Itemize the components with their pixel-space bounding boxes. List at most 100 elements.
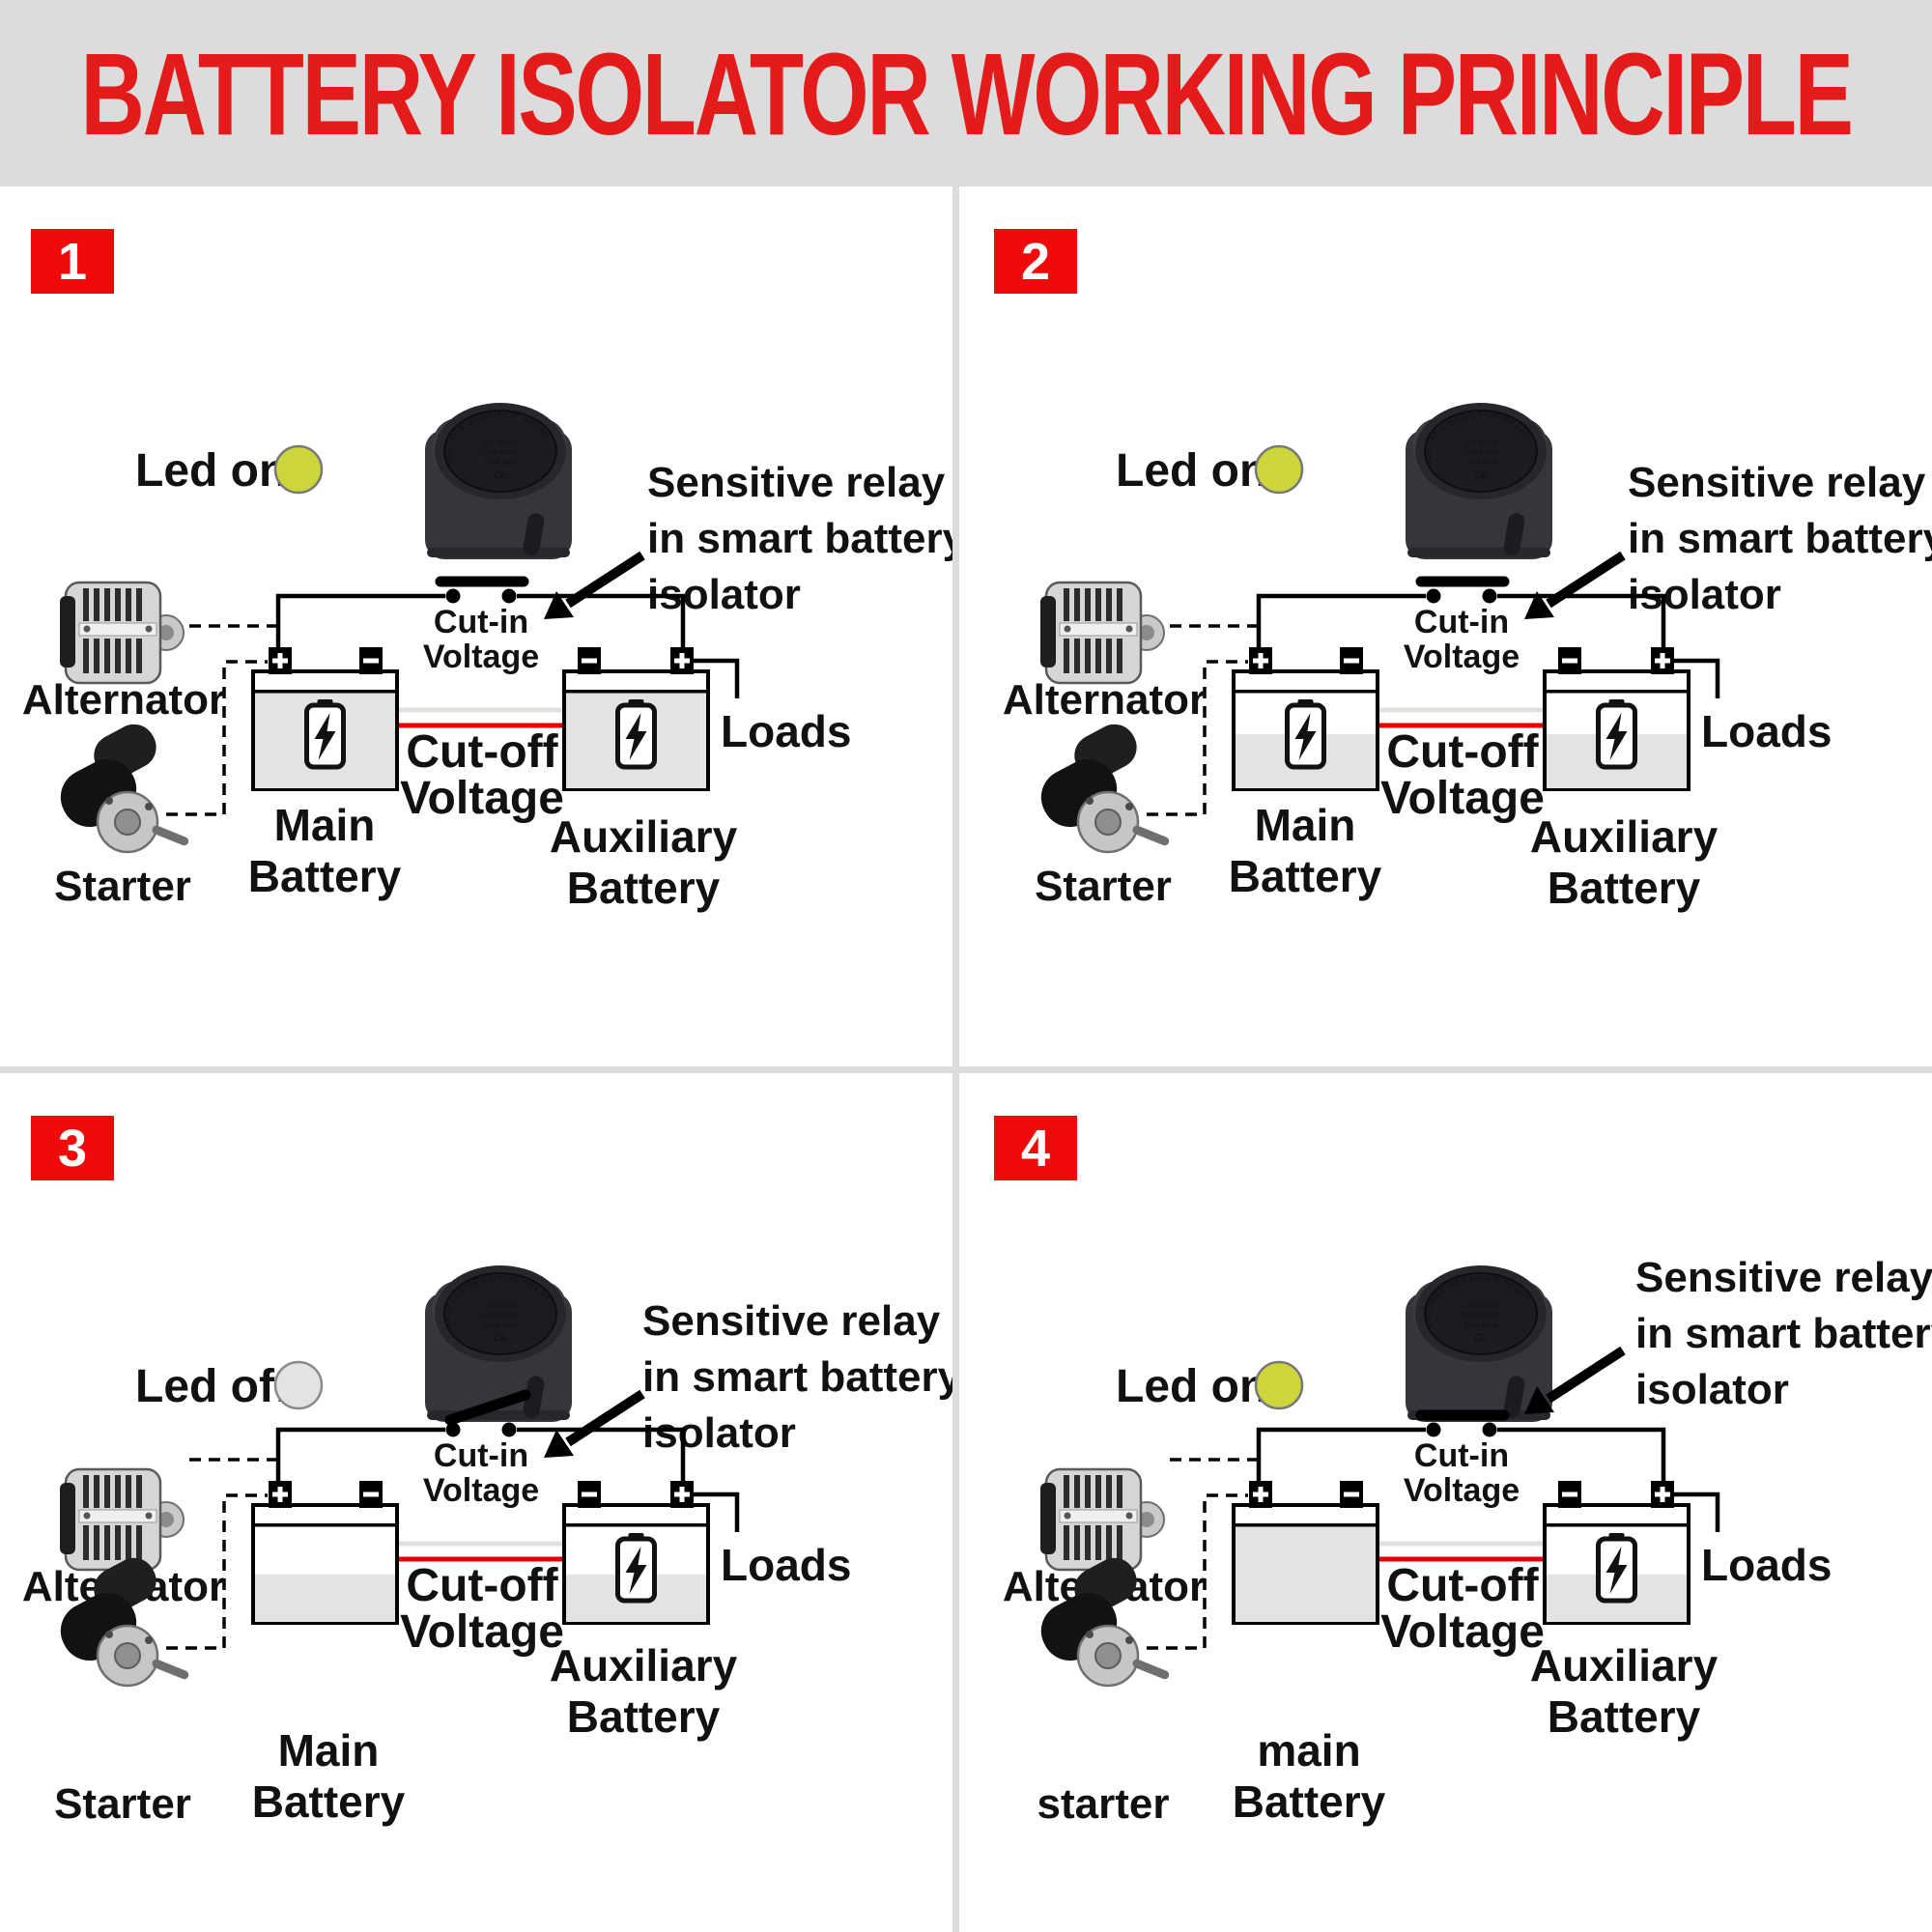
header-band: BATTERY ISOLATOR WORKING PRINCIPLE bbox=[0, 0, 1932, 186]
relay-photo: VOLTAGE SENSITIVE RELAY 12V AUTO 125A CO… bbox=[1406, 1265, 1552, 1422]
alternator-photo bbox=[60, 1467, 185, 1572]
starter-photo bbox=[60, 1557, 189, 1688]
aux-battery-label: Auxiliary bbox=[550, 811, 738, 862]
cut-in-label: Cut-in bbox=[434, 1437, 528, 1474]
relay-spec-line: 12V AUTO bbox=[1463, 1301, 1498, 1310]
relay-photo: VOLTAGE SENSITIVE RELAY 12V AUTO 125A CO… bbox=[425, 1265, 572, 1422]
starter-dashed-wire bbox=[166, 660, 268, 816]
panel-1: 1 Led on VOLTAGE SENSITIVE RELAY 12V AUT… bbox=[0, 186, 952, 1066]
cut-off-label: Cut-off bbox=[406, 726, 558, 778]
loads-label: Loads bbox=[1701, 1540, 1832, 1590]
annotation-arrow bbox=[544, 551, 645, 619]
starter-dashed-wire bbox=[1147, 660, 1248, 816]
relay-spec-line: 12V AUTO bbox=[483, 1301, 518, 1310]
switch-blade-open bbox=[444, 1389, 531, 1426]
loads-wire bbox=[694, 658, 740, 698]
relay-switch-closed bbox=[1415, 576, 1510, 604]
annotation-line: isolator bbox=[1635, 1366, 1789, 1413]
relay-spec-line: 125A CONT bbox=[1462, 1311, 1501, 1320]
starter-photo bbox=[60, 724, 189, 854]
annotation-arrow bbox=[1524, 551, 1626, 619]
main-battery-label: Battery bbox=[248, 851, 402, 901]
alternator-label: Alternator bbox=[22, 676, 225, 724]
led-indicator bbox=[1254, 1360, 1304, 1410]
aux-battery-label: Battery bbox=[567, 1691, 721, 1742]
starter-label: Starter bbox=[1035, 863, 1172, 910]
annotation-arrow bbox=[544, 1389, 645, 1458]
dashed-wires bbox=[1147, 624, 1259, 816]
circuit-wires bbox=[1256, 593, 1720, 698]
led-indicator bbox=[273, 444, 324, 495]
relay-spec-line: 125A CONT bbox=[481, 1311, 521, 1320]
relay-switch-closed bbox=[435, 576, 529, 604]
starter-dashed-wire bbox=[1147, 1493, 1248, 1650]
battery-icon bbox=[615, 1533, 657, 1604]
battery-icon bbox=[1285, 699, 1326, 770]
aux-battery-label: Battery bbox=[567, 863, 721, 913]
cut-in-label: Voltage bbox=[1404, 639, 1520, 675]
main-battery-label: Battery bbox=[252, 1776, 406, 1827]
battery-icon bbox=[1596, 1533, 1637, 1604]
loads-wire bbox=[694, 1492, 740, 1532]
dashed-wires bbox=[166, 624, 278, 816]
alternator-photo bbox=[1040, 1467, 1165, 1572]
aux-battery-label: Auxiliary bbox=[550, 1640, 738, 1690]
annotation-line: Sensitive relay bbox=[1628, 459, 1926, 506]
page-title: BATTERY ISOLATOR WORKING PRINCIPLE bbox=[80, 27, 1854, 159]
panel-3: 3 Led off VOLTAGE SENSITIVE RELAY 12V AU… bbox=[0, 1073, 952, 1932]
lightning-bolt-icon bbox=[625, 1547, 647, 1594]
main-battery-negative-terminal bbox=[1340, 1481, 1363, 1508]
led-label: Led off bbox=[135, 1361, 291, 1412]
main-battery-negative-terminal bbox=[1340, 647, 1363, 674]
relay-spec-line: 140A MAX bbox=[483, 1321, 517, 1329]
aux-battery-negative-terminal bbox=[1558, 647, 1581, 674]
aux-battery-label: Auxiliary bbox=[1530, 1640, 1719, 1690]
battery-icon bbox=[615, 699, 657, 770]
aux-battery-negative-terminal bbox=[578, 647, 601, 674]
cut-off-label: Voltage bbox=[1380, 1606, 1545, 1658]
main-battery-negative-terminal bbox=[359, 1481, 383, 1508]
panel-number-badge: 4 bbox=[994, 1116, 1077, 1180]
relay-spec-line: 140A MAX bbox=[483, 458, 517, 467]
annotation-line: Sensitive relay bbox=[642, 1297, 941, 1345]
main-battery-positive-terminal bbox=[1249, 1481, 1272, 1508]
main-battery-negative-terminal bbox=[359, 647, 383, 674]
main-battery-label: Main bbox=[1255, 800, 1356, 850]
panel-4: 4 Led on VOLTAGE SENSITIVE RELAY 12V AUT… bbox=[959, 1073, 1932, 1932]
main-battery-label: main bbox=[1257, 1725, 1360, 1776]
aux-battery-label: Auxiliary bbox=[1530, 811, 1719, 862]
main-battery-positive-terminal bbox=[269, 647, 292, 674]
aux-battery bbox=[562, 1503, 710, 1625]
main-battery bbox=[1232, 1503, 1379, 1625]
main-battery-label: Main bbox=[278, 1725, 380, 1776]
circuit-wires bbox=[1256, 1427, 1720, 1532]
panel-number-badge: 1 bbox=[31, 229, 114, 294]
aux-battery bbox=[1543, 1503, 1690, 1625]
aux-battery-positive-terminal bbox=[670, 1481, 694, 1508]
main-battery-positive-terminal bbox=[1249, 647, 1272, 674]
dashed-wires bbox=[166, 1458, 278, 1650]
relay-photo: VOLTAGE SENSITIVE RELAY 12V AUTO 125A CO… bbox=[425, 403, 572, 559]
relay-ce-mark: CE bbox=[1474, 470, 1488, 481]
loads-label: Loads bbox=[721, 706, 851, 756]
main-battery-label: Battery bbox=[1233, 1776, 1386, 1827]
alternator-label: Alternator bbox=[1003, 676, 1206, 724]
alternator-photo bbox=[60, 581, 185, 685]
lightning-bolt-icon bbox=[314, 713, 336, 760]
starter-label: starter bbox=[1037, 1780, 1170, 1828]
cut-in-label: Voltage bbox=[423, 639, 539, 675]
relay-spec-line: 140A MAX bbox=[1463, 1321, 1497, 1329]
alternator-photo bbox=[1040, 581, 1165, 685]
loads-wire bbox=[1674, 1492, 1720, 1532]
lightning-bolt-icon bbox=[1605, 713, 1628, 760]
cut-off-label: Voltage bbox=[400, 773, 564, 824]
relay-spec-line: 125A CONT bbox=[481, 448, 521, 457]
battery-icon bbox=[304, 699, 346, 770]
starter-photo bbox=[1040, 1557, 1170, 1688]
loads-wire bbox=[1674, 658, 1720, 698]
aux-battery-label: Battery bbox=[1548, 1691, 1701, 1742]
aux-battery-negative-terminal bbox=[1558, 1481, 1581, 1508]
main-battery bbox=[1232, 669, 1379, 791]
annotation-line: Sensitive relay bbox=[647, 459, 946, 506]
led-label: Led on bbox=[135, 445, 287, 497]
